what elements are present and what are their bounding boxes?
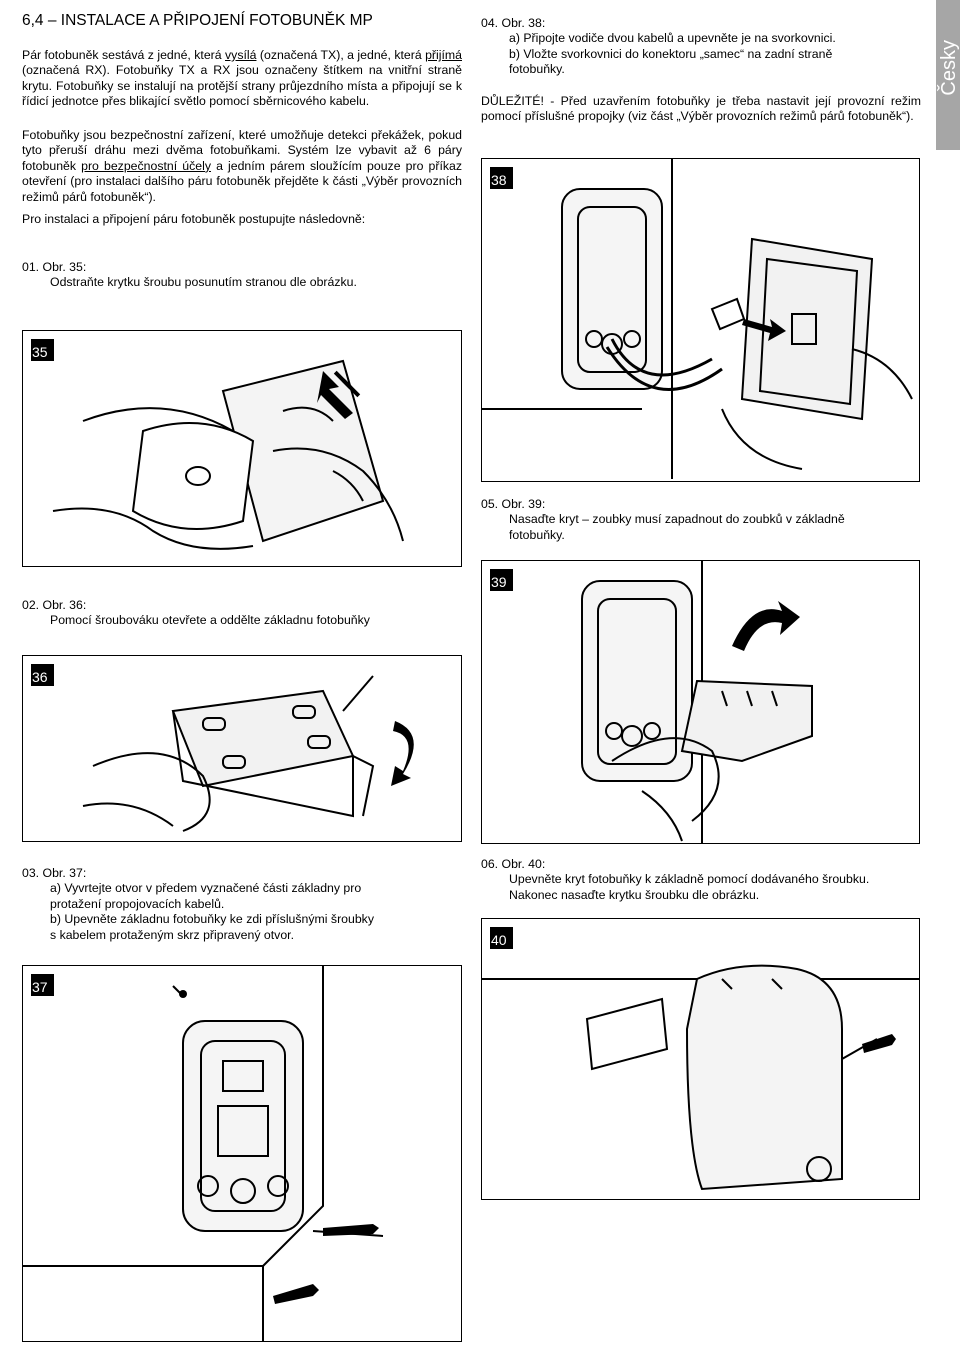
- illustration-connect-wires: [482, 159, 913, 479]
- illustration-fix-cover: [482, 964, 919, 1191]
- important-note: DŮLEŽITÉ! - Před uzavřením fotobuňky je …: [481, 94, 921, 124]
- figure-number: 38: [490, 167, 513, 189]
- figure-38: 38: [481, 158, 920, 482]
- step-03: 03. Obr. 37: a) Vyvrtejte otvor v předem…: [22, 866, 374, 942]
- underlined-safety: pro bezpečnostní účely: [81, 158, 211, 173]
- language-tab-label: Česky: [938, 40, 960, 96]
- illustration-mount-base: [23, 966, 384, 1341]
- figure-number: 39: [490, 569, 513, 591]
- important-label: DŮLEŽITÉ!: [481, 94, 544, 108]
- figure-35: 35: [22, 330, 462, 567]
- step-04: 04. Obr. 38: a) Připojte vodiče dvou kab…: [481, 16, 836, 77]
- step-01: 01. Obr. 35: Odstraňte krytku šroubu pos…: [22, 260, 357, 290]
- figure-number: 35: [31, 339, 54, 361]
- underlined-receive: přijímá: [425, 48, 462, 62]
- figure-37: 37: [22, 965, 462, 1342]
- illustration-open-base: [82, 675, 414, 832]
- figure-40: 40: [481, 918, 920, 1200]
- step-06: 06. Obr. 40: Upevněte kryt fotobuňky k z…: [481, 857, 870, 902]
- figure-number: 37: [31, 974, 54, 996]
- intro-paragraph-2: Fotobuňky jsou bezpečnostní zařízení, kt…: [22, 128, 462, 204]
- illustration-remove-screw-cap: [52, 359, 404, 550]
- step-05: 05. Obr. 39: Nasaďte kryt – zoubky musí …: [481, 497, 845, 542]
- step-02: 02. Obr. 36: Pomocí šroubováku otevřete …: [22, 598, 370, 628]
- figure-36: 36: [22, 655, 462, 842]
- underlined-transmit: vysílá: [225, 48, 257, 62]
- intro-paragraph-3: Pro instalaci a připojení páru fotobuněk…: [22, 212, 366, 226]
- intro-paragraph-1: Pár fotobuněk sestává z jedné, která vys…: [22, 48, 462, 109]
- section-title: 6,4 – INSTALACE A PŘIPOJENÍ FOTOBUNĚK MP: [22, 12, 373, 29]
- figure-number: 40: [490, 927, 513, 949]
- figure-39: 39: [481, 560, 920, 844]
- figure-number: 36: [31, 664, 54, 686]
- language-tab: Česky: [936, 0, 960, 150]
- illustration-attach-cover: [581, 561, 813, 843]
